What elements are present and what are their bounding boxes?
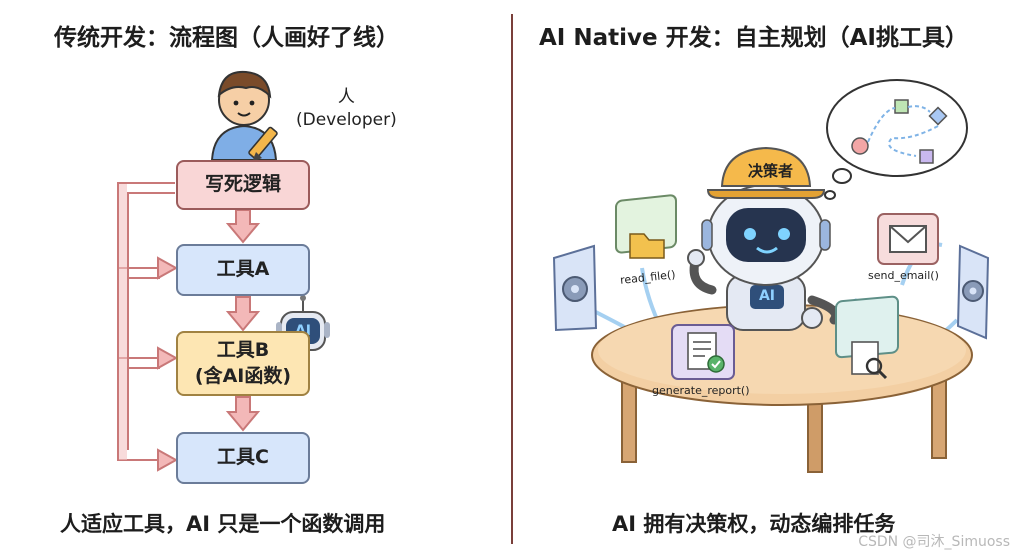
pencil-icon [248,126,278,162]
left-panel-title: 传统开发：流程图（人画好了线） [54,25,399,51]
tool-a-box: 工具A [176,244,310,296]
robot-icon [687,146,841,331]
document-check-icon [671,324,735,380]
thought-bubble-icon [824,79,968,200]
developer-label: 人 (Developer) [296,87,397,130]
hardcoded-logic-box: 写死逻辑 [176,160,310,210]
watermark: CSDN @司沐_Simuoss [858,534,1010,550]
panel-divider [511,14,513,544]
tool-b-box: 工具B (含AI函数) [176,331,310,396]
robot-chest-label: AI [758,288,776,304]
right-panel-title: AI Native 开发：自主规划（AI挑工具） [539,25,968,51]
magnify-document-icon [835,295,899,380]
right-caption: AI 拥有决策权，动态编排任务 [612,512,896,536]
tool-b-label: 工具B [216,338,270,361]
tool-b-sub-label: (含AI函数) [194,364,292,387]
generate-report-label: generate_report() [652,384,750,397]
gear-icon [552,244,598,332]
down-arrows [225,209,261,432]
folder-icon [615,194,677,259]
tool-c-box: 工具C [176,432,310,484]
send-email-label: send_email() [868,269,939,282]
gear-icon-right [956,244,990,340]
robot-hat-label: 决策者 [748,162,794,180]
right-agent-scene [552,79,990,473]
left-caption: 人适应工具，AI 只是一个函数调用 [60,512,386,536]
envelope-icon [877,213,939,265]
loop-arrowheads [157,256,179,472]
